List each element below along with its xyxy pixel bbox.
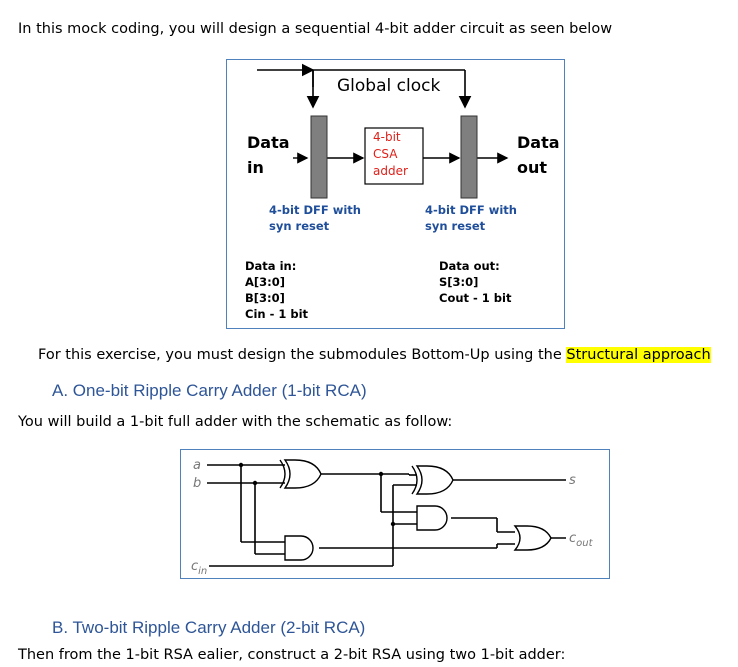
dff-right bbox=[460, 115, 478, 199]
sequential-adder-figure: Global clock Data in 4-bit CSA adder Dat… bbox=[226, 59, 565, 329]
output-cout-label: cout bbox=[569, 531, 594, 549]
csa-label-1: 4-bit bbox=[373, 130, 401, 144]
section-a-text: You will build a 1-bit full adder with t… bbox=[18, 414, 453, 430]
cin-sub: in bbox=[198, 566, 207, 577]
xor-gate-1 bbox=[279, 459, 322, 489]
cout-c: c bbox=[569, 531, 576, 546]
data-out-port-cout: Cout - 1 bit bbox=[439, 291, 512, 305]
dff-left-caption-2: syn reset bbox=[269, 219, 330, 233]
dff-left bbox=[310, 115, 328, 199]
cin-c: c bbox=[191, 559, 198, 574]
sequential-adder-diagram: Global clock Data in 4-bit CSA adder Dat… bbox=[245, 63, 560, 321]
data-in-port-cin: Cin - 1 bit bbox=[245, 307, 309, 321]
input-b-label: b bbox=[193, 476, 201, 491]
instruction-text: For this exercise, you must design the s… bbox=[38, 347, 711, 363]
data-in-label-2: in bbox=[247, 158, 264, 177]
dff-right-caption-2: syn reset bbox=[425, 219, 486, 233]
junction-dots bbox=[238, 462, 396, 527]
full-adder-figure: a b cin bbox=[180, 449, 610, 579]
and-gate-2 bbox=[416, 505, 448, 531]
csa-label-3: adder bbox=[373, 164, 408, 178]
data-out-ports-title: Data out: bbox=[439, 259, 500, 273]
dff-left-caption-1: 4-bit DFF with bbox=[269, 203, 361, 217]
or-gate bbox=[513, 525, 552, 551]
instruction-prefix: For this exercise, you must design the s… bbox=[38, 347, 567, 363]
structural-approach-highlight: Structural approach bbox=[566, 347, 711, 363]
and-gate-1 bbox=[284, 535, 314, 561]
data-out-label-2: out bbox=[517, 158, 547, 177]
output-s-label: s bbox=[569, 473, 576, 488]
schematic-wires bbox=[207, 464, 566, 567]
clock-wires bbox=[257, 63, 472, 109]
xor-gate-2 bbox=[411, 465, 454, 495]
data-in-ports-title: Data in: bbox=[245, 259, 296, 273]
section-b-heading: B. Two-bit Ripple Carry Adder (2-bit RCA… bbox=[52, 618, 366, 637]
data-out-label-1: Data bbox=[517, 133, 560, 152]
data-in-port-b: B[3:0] bbox=[245, 291, 285, 305]
data-out-port-s: S[3:0] bbox=[439, 275, 478, 289]
full-adder-schematic: a b cin bbox=[191, 458, 594, 577]
section-a-heading: A. One-bit Ripple Carry Adder (1-bit RCA… bbox=[52, 381, 367, 400]
cout-sub: out bbox=[576, 538, 593, 549]
intro-text: In this mock coding, you will design a s… bbox=[18, 21, 613, 37]
data-in-port-a: A[3:0] bbox=[245, 275, 285, 289]
csa-adder-block bbox=[364, 127, 424, 185]
dff-right-caption-1: 4-bit DFF with bbox=[425, 203, 517, 217]
input-a-label: a bbox=[193, 458, 201, 473]
clock-label: Global clock bbox=[337, 76, 440, 96]
csa-label-2: CSA bbox=[373, 147, 398, 161]
section-b-text: Then from the 1-bit RSA ealier, construc… bbox=[18, 647, 566, 663]
data-in-label-1: Data bbox=[247, 133, 290, 152]
input-cin-label: cin bbox=[191, 559, 207, 577]
